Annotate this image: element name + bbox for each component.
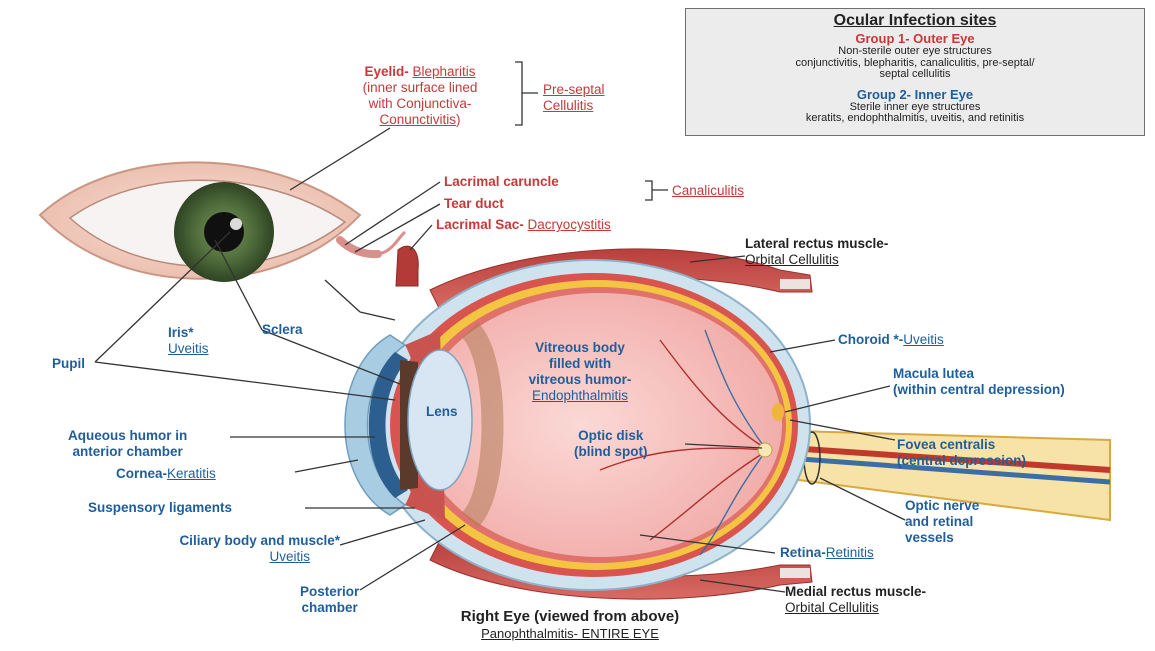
- lateral-rectus-infection: Orbital Cellulitis: [745, 252, 888, 268]
- tear-duct-label: Tear duct: [444, 196, 504, 212]
- caption: Right Eye (viewed from above) Panophthal…: [400, 608, 740, 642]
- retina-label: Retina-Retinitis: [780, 545, 874, 561]
- legend-group2-heading: Group 2- Inner Eye: [686, 87, 1144, 102]
- sclera-leader-2: [360, 312, 395, 320]
- vitreous-label: Vitreous body filled with vitreous humor…: [505, 340, 655, 404]
- lacrimal-sac-shape: [396, 246, 418, 286]
- fovea-line1: Fovea centralis: [897, 437, 1026, 453]
- posterior-line1: Posterior: [300, 584, 359, 600]
- lacrimal-sac-leader: [410, 225, 432, 250]
- retina-part: Retina-: [780, 545, 826, 560]
- optic-disk-label: Optic disk (blind spot): [574, 428, 647, 460]
- suspensory-label: Suspensory ligaments: [88, 500, 232, 516]
- lateral-rectus-tendon: [780, 279, 810, 289]
- caruncle-bracket: [645, 181, 668, 200]
- pupil-label: Pupil: [52, 356, 85, 372]
- lateral-rectus-part: Lateral rectus muscle-: [745, 236, 888, 252]
- optic-disk: [758, 443, 772, 457]
- legend-title: Ocular Infection sites: [686, 12, 1144, 30]
- macula-line1: Macula lutea: [893, 366, 1065, 382]
- macula-label: Macula lutea (within central depression): [893, 366, 1065, 398]
- conjunctiva-text: Conjunctiva-: [396, 96, 471, 111]
- medial-rectus-label: Medial rectus muscle- Orbital Cellulitis: [785, 584, 926, 616]
- caption-subtitle: Panophthalmitis- ENTIRE EYE: [400, 626, 740, 642]
- cornea-leader: [295, 460, 358, 472]
- iris-part: Iris*: [168, 325, 209, 341]
- lens-shape: [408, 350, 472, 490]
- macula-line2: (within central depression): [893, 382, 1065, 398]
- aqueous-label: Aqueous humor in anterior chamber: [68, 428, 187, 460]
- cornea-part: Cornea-: [116, 466, 167, 481]
- sclera-leader: [325, 280, 360, 312]
- endophthalmitis-text: Endophthalmitis: [505, 388, 655, 404]
- iris-label: Iris* Uveitis: [168, 325, 209, 357]
- pupil: [204, 212, 244, 252]
- dacryocystitis-text: Dacryocystitis: [528, 217, 611, 232]
- fovea-line2: (central depression): [897, 453, 1026, 469]
- lacrimal-sac-part: Lacrimal Sac-: [436, 217, 528, 232]
- cornea-label: Cornea-Keratitis: [116, 466, 216, 482]
- lens-label: Lens: [426, 404, 458, 420]
- canaliculitis-label: Canaliculitis: [672, 183, 744, 199]
- eyelid-close-paren: ): [456, 112, 461, 127]
- blepharitis-text: Blepharitis: [413, 64, 476, 79]
- eyelid-line3-pre: with: [369, 96, 397, 111]
- eye-highlight: [230, 218, 242, 230]
- lacrimal-caruncle-label: Lacrimal caruncle: [444, 174, 559, 190]
- optic-disk-line1: Optic disk: [574, 428, 647, 444]
- ciliary-infection: Uveitis: [78, 549, 340, 565]
- tear-duct-leader: [355, 204, 440, 252]
- aqueous-line1: Aqueous humor in: [68, 428, 187, 444]
- lacrimal-sac-label: Lacrimal Sac- Dacryocystitis: [436, 217, 611, 233]
- fovea-label: Fovea centralis (central depression): [897, 437, 1026, 469]
- aqueous-line2: anterior chamber: [68, 444, 187, 460]
- choroid-part: Choroid *-: [838, 332, 903, 347]
- optic-nerve-label: Optic nerve and retinal vessels: [905, 498, 979, 546]
- optic-nerve-line2: and retinal: [905, 514, 979, 530]
- eyelid-part: Eyelid-: [364, 64, 408, 79]
- sclera-label: Sclera: [262, 322, 303, 338]
- eyelid-line2: (inner surface lined: [325, 80, 515, 96]
- legend-group1-line1: Non-sterile outer eye structures: [686, 46, 1144, 58]
- choroid-label: Choroid *-Uveitis: [838, 332, 944, 348]
- medial-rectus-part: Medial rectus muscle-: [785, 584, 926, 600]
- retinitis-text: Retinitis: [826, 545, 874, 560]
- ciliary-part: Ciliary body and muscle*: [78, 533, 340, 549]
- posterior-line2: chamber: [300, 600, 359, 616]
- ciliary-leader: [340, 520, 425, 545]
- posterior-label: Posterior chamber: [300, 584, 359, 616]
- keratitis-text: Keratitis: [167, 466, 216, 481]
- lateral-rectus-label: Lateral rectus muscle- Orbital Celluliti…: [745, 236, 888, 268]
- conjunctivitis-text: Conunctivitis: [379, 112, 456, 127]
- macula-lutea: [772, 403, 784, 421]
- vitreous-line2: filled with: [505, 356, 655, 372]
- optic-nerve-line3: vessels: [905, 530, 979, 546]
- iris-infection: Uveitis: [168, 341, 209, 357]
- pupil-leader-2: [95, 362, 395, 400]
- preseptal-line1: Pre-septal: [543, 82, 605, 98]
- ciliary-label: Ciliary body and muscle* Uveitis: [78, 533, 340, 565]
- medial-rectus-tendon: [780, 568, 810, 578]
- eyelid-leader: [290, 128, 390, 190]
- preseptal-label: Pre-septal Cellulitis: [543, 82, 605, 114]
- optic-nerve-line1: Optic nerve: [905, 498, 979, 514]
- legend-group2-line2: keratits, endophthalmitis, uveitis, and …: [686, 113, 1144, 125]
- preseptal-line2: Cellulitis: [543, 98, 605, 114]
- caption-title: Right Eye (viewed from above): [400, 608, 740, 626]
- legend-group1-heading: Group 1- Outer Eye: [686, 31, 1144, 46]
- medial-rectus-infection: Orbital Cellulitis: [785, 600, 926, 616]
- choroid-infection: Uveitis: [903, 332, 944, 347]
- eyelid-label: Eyelid- Blepharitis (inner surface lined…: [325, 64, 515, 128]
- vitreous-line1: Vitreous body: [505, 340, 655, 356]
- ocular-infection-legend: Ocular Infection sites Group 1- Outer Ey…: [685, 8, 1145, 136]
- eyelid-bracket: [515, 62, 538, 125]
- legend-group1-line3: septal cellulitis: [686, 69, 1144, 81]
- optic-disk-line2: (blind spot): [574, 444, 647, 460]
- vitreous-line3: vitreous humor-: [505, 372, 655, 388]
